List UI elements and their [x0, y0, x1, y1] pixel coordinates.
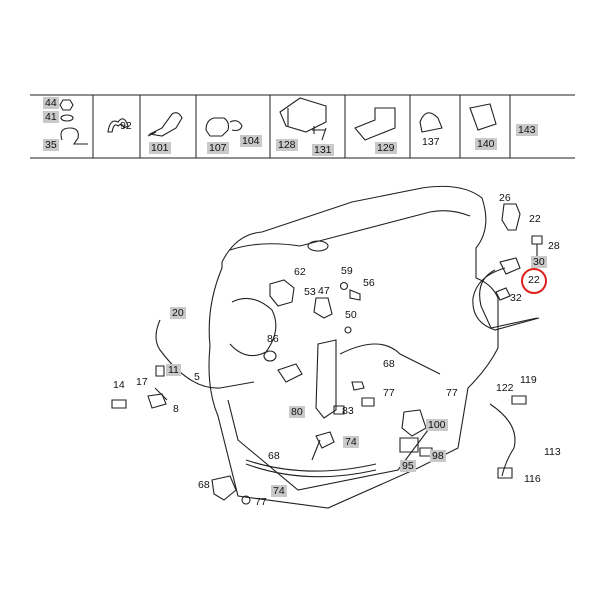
- bracket-80-icon: [315, 339, 337, 419]
- bolt-28-icon: [531, 235, 543, 256]
- legend-part-104: 104: [240, 135, 262, 147]
- plug-47-icon: [313, 297, 333, 319]
- callout-68b: 68: [268, 450, 280, 462]
- legend-part-101: 101: [149, 142, 171, 154]
- callout-59: 59: [341, 265, 353, 277]
- plate-clip-icon: [469, 103, 497, 131]
- callout-56: 56: [363, 277, 375, 289]
- callout-28: 28: [548, 240, 560, 252]
- sensor-74-icon: [315, 431, 335, 449]
- gasket-62-icon: [269, 279, 295, 307]
- legend-hardware-icons: [59, 97, 497, 145]
- washer-59-icon: [339, 281, 349, 291]
- wiring-harness: [154, 267, 540, 478]
- callout-77c: 77: [255, 496, 267, 508]
- cable-clip-icon: [147, 112, 183, 137]
- callout-5: 5: [194, 371, 200, 383]
- callout-113: 113: [544, 446, 561, 458]
- callout-119: 119: [520, 374, 537, 386]
- clamp-assembly-icon: [205, 117, 243, 137]
- bracket-8-icon: [147, 393, 167, 409]
- callout-47: 47: [318, 285, 330, 297]
- angle-bracket-icon: [354, 107, 396, 141]
- callout-98: 98: [430, 450, 446, 462]
- bolt-77b-icon: [361, 397, 375, 407]
- legend-strip: [30, 94, 575, 159]
- legend-part-143: 143: [516, 124, 538, 136]
- sensor-22-top-icon: [501, 203, 521, 231]
- engine-block: [208, 185, 499, 509]
- highlight-ring-22: [521, 268, 547, 294]
- p-clamp-icon: [60, 127, 88, 145]
- callout-17: 17: [136, 376, 148, 388]
- legend-part-107: 107: [207, 142, 229, 154]
- bolt-83-icon: [333, 405, 345, 415]
- engine-components: [111, 203, 543, 505]
- legend-part-35: 35: [43, 139, 59, 151]
- callout-30: 30: [531, 256, 547, 268]
- callout-68c: 68: [198, 479, 210, 491]
- callout-116: 116: [524, 473, 541, 485]
- callout-80: 80: [289, 406, 305, 418]
- hose-clip-icon: [107, 118, 129, 133]
- callout-74a: 74: [343, 436, 359, 448]
- legend-part-129: 129: [375, 142, 397, 154]
- bolt-14-icon: [111, 399, 127, 409]
- callout-22: 22: [529, 213, 541, 225]
- sensor-22-icon: [499, 257, 521, 275]
- callout-83: 83: [342, 405, 354, 417]
- callout-86: 86: [267, 333, 279, 345]
- callout-14: 14: [113, 379, 125, 391]
- cap-86-icon: [263, 350, 277, 362]
- callout-8: 8: [173, 403, 179, 415]
- clip-11-icon: [155, 365, 165, 377]
- callout-50: 50: [345, 309, 357, 321]
- legend-part-131: 131: [312, 144, 334, 156]
- callout-22-highlighted[interactable]: 22: [528, 274, 540, 286]
- sensor-88-icon: [277, 363, 303, 383]
- callout-20: 20: [170, 307, 186, 319]
- callout-62: 62: [294, 266, 306, 278]
- bracket-95-icon: [399, 437, 419, 453]
- legend-part-44: 44: [43, 97, 59, 109]
- washer-68c-icon: [241, 495, 251, 505]
- callout-100: 100: [426, 419, 448, 431]
- legend-part-41: 41: [43, 111, 59, 123]
- bolt-56-icon: [349, 289, 361, 301]
- callout-53: 53: [304, 286, 316, 298]
- callout-32: 32: [510, 292, 522, 304]
- legend-part-92: 92: [120, 120, 132, 132]
- bolt-icon: [312, 126, 327, 141]
- callout-11: 11: [166, 364, 181, 376]
- callout-74b: 74: [271, 485, 287, 497]
- legend-part-140: 140: [475, 138, 497, 150]
- washer-50-icon: [344, 326, 352, 334]
- nut-icon: [59, 99, 74, 111]
- bracket-plate-icon: [279, 97, 327, 133]
- lug-116-icon: [497, 467, 513, 479]
- connector-32-icon: [495, 287, 511, 301]
- washer-icon: [60, 114, 74, 122]
- sensor-68-icon: [211, 475, 237, 501]
- saddle-clamp-icon: [419, 112, 443, 133]
- callout-122: 122: [496, 382, 514, 394]
- callout-77b: 77: [446, 387, 458, 399]
- callout-77a: 77: [383, 387, 395, 399]
- callout-68: 68: [383, 358, 395, 370]
- callout-26: 26: [499, 192, 511, 204]
- bolt-119-icon: [511, 395, 527, 405]
- sensor-100-icon: [401, 409, 427, 437]
- callout-95: 95: [400, 460, 416, 472]
- nut-77-icon: [351, 381, 365, 391]
- legend-part-137: 137: [422, 136, 440, 148]
- legend-part-128: 128: [276, 139, 298, 151]
